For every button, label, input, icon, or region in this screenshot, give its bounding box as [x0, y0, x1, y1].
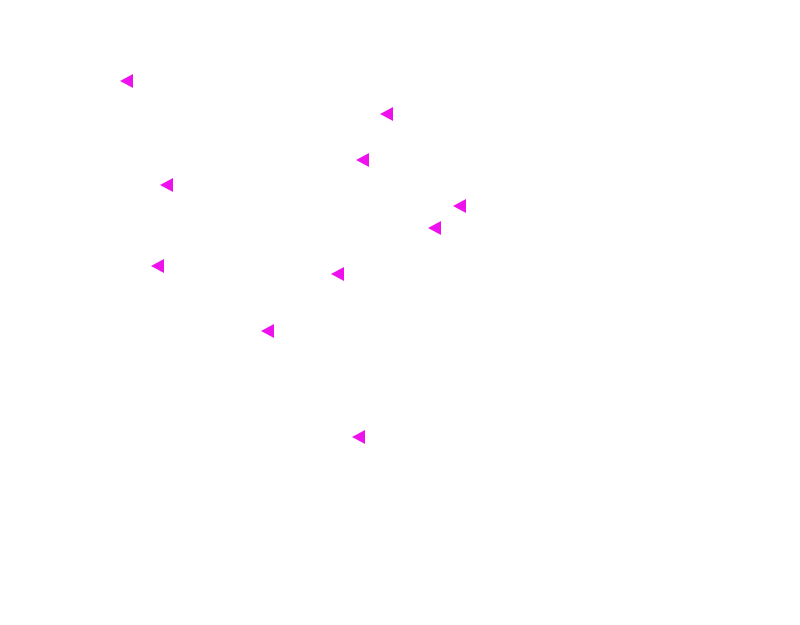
- triangle-left-icon[interactable]: [120, 74, 133, 88]
- triangle-left-icon[interactable]: [352, 430, 365, 444]
- triangle-left-icon[interactable]: [151, 259, 164, 273]
- triangle-left-icon[interactable]: [261, 324, 274, 338]
- triangle-left-icon[interactable]: [453, 199, 466, 213]
- triangle-left-icon[interactable]: [380, 107, 393, 121]
- triangle-left-icon[interactable]: [331, 267, 344, 281]
- triangle-left-icon[interactable]: [160, 178, 173, 192]
- triangle-left-icon[interactable]: [428, 221, 441, 235]
- triangle-left-icon[interactable]: [356, 153, 369, 167]
